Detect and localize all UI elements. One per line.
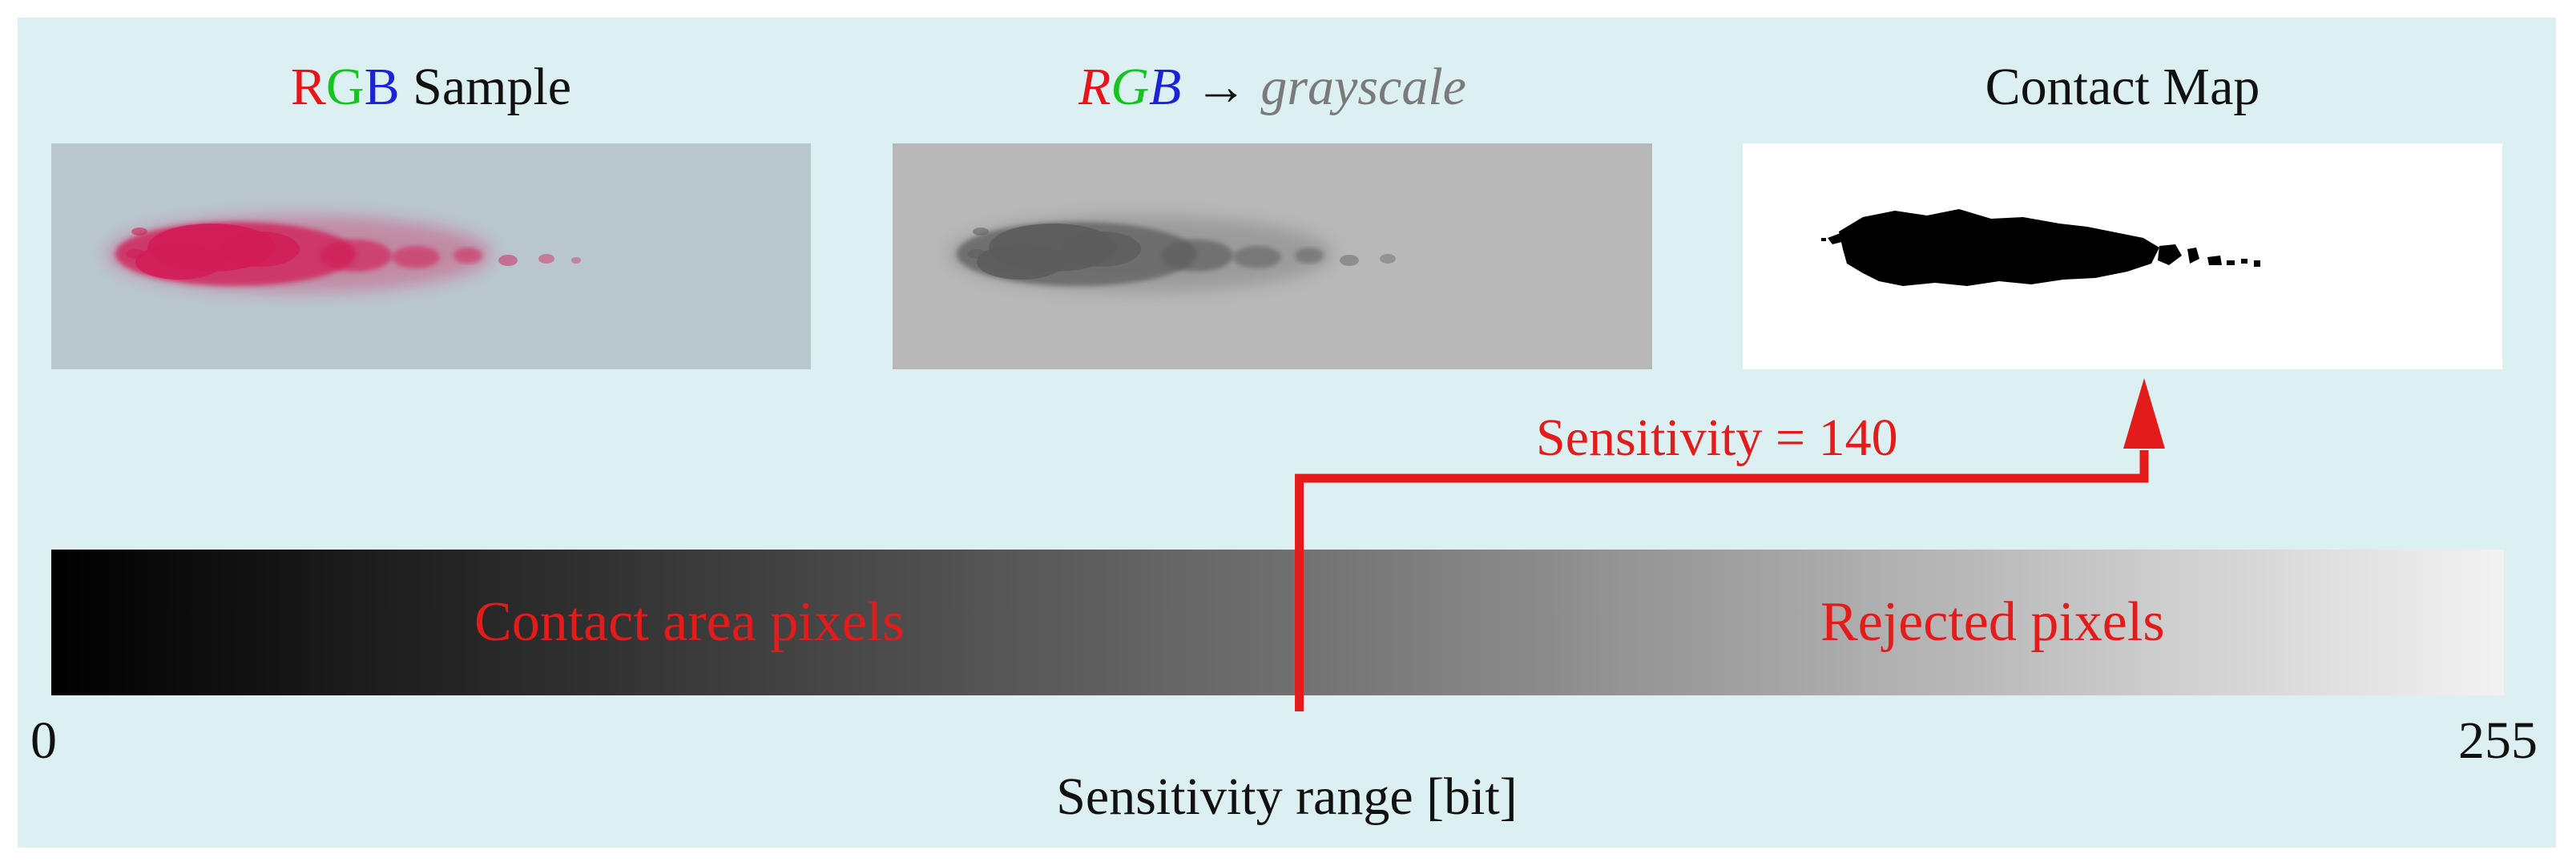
axis-title: Sensitivity range [bit] xyxy=(1056,767,1518,826)
axis-max-tick: 255 xyxy=(2458,711,2538,770)
contact-map-title: Contact Map xyxy=(1985,58,2260,116)
sensitivity-threshold-label: Sensitivity = 140 xyxy=(1536,409,1898,467)
axis-min-tick: 0 xyxy=(30,711,57,770)
rejected-pixels-label: Rejected pixels xyxy=(1820,591,2165,653)
grayscale-gradient-bar xyxy=(51,550,2504,695)
grayscale-title: RGB → grayscale xyxy=(1078,58,1466,116)
threshold-arrow-layer xyxy=(1295,378,2165,711)
grayscale-image xyxy=(893,143,1652,369)
contact-map-image xyxy=(1743,143,2502,369)
contact-area-pixels-label: Contact area pixels xyxy=(474,591,905,653)
threshold-arrow-head xyxy=(2123,378,2165,449)
figure-canvas: RGB Sample RGB → grayscale Contact Map xyxy=(18,18,2556,848)
threshold-arrow-line xyxy=(1295,450,2149,711)
rgb-sample-title: RGB Sample xyxy=(290,58,572,116)
rgb-sample-image xyxy=(51,143,811,369)
